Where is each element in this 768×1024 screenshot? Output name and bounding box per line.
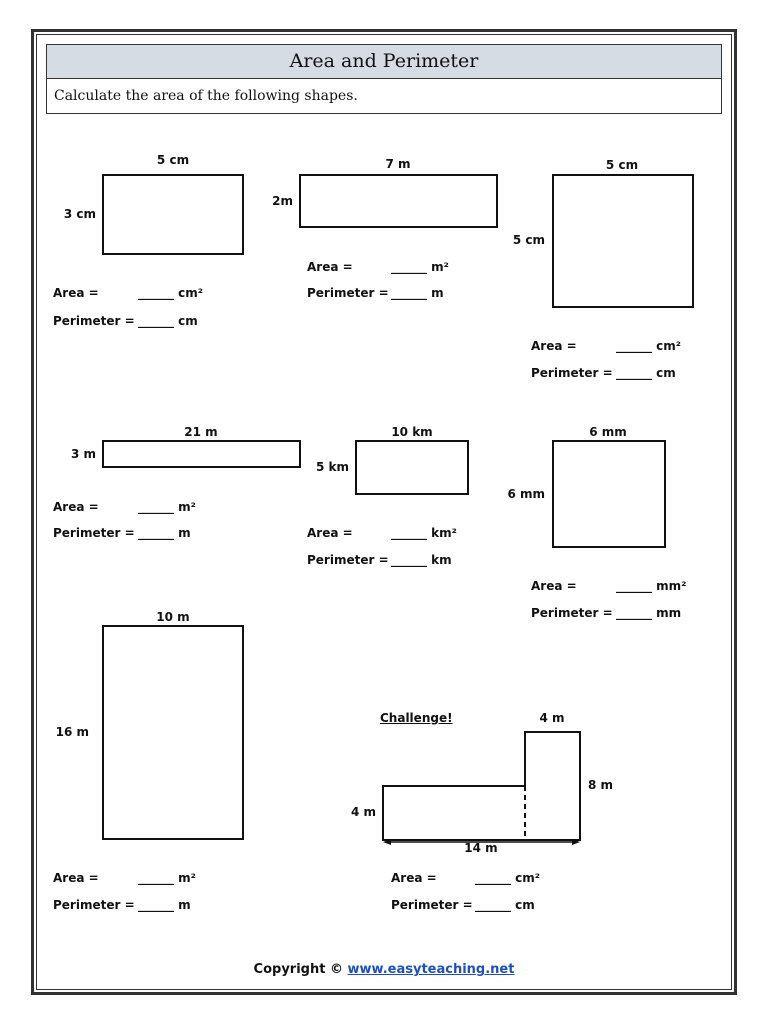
website-link[interactable]: www.easyteaching.net xyxy=(347,962,515,977)
shape-3-area-label: Area = xyxy=(531,339,577,353)
shape-5-perimeter-answer[interactable]: ______ km xyxy=(391,553,452,567)
shape-5-perimeter-label: Perimeter = xyxy=(307,553,389,567)
shape-4-area-answer[interactable]: ______ m² xyxy=(138,500,196,514)
shape-6-side-label: 6 mm xyxy=(507,487,545,501)
shape-2-area-answer[interactable]: ______ m² xyxy=(391,260,449,274)
shape-5-top-label: 10 km xyxy=(391,425,433,439)
rectangle-shape-1 xyxy=(102,174,244,255)
shape-3-perimeter-answer[interactable]: ______ cm xyxy=(616,366,676,380)
shape-7-side-label: 16 m xyxy=(55,725,89,739)
shape-1-area-label: Area = xyxy=(53,286,99,300)
shape-2-side-label: 2m xyxy=(272,194,293,208)
challenge-area-answer[interactable]: ______ cm² xyxy=(475,871,541,885)
challenge-perimeter-answer[interactable]: ______ cm xyxy=(475,898,535,912)
shape-1-perimeter-label: Perimeter = xyxy=(53,314,135,328)
shape-7-top-label: 10 m xyxy=(156,610,190,624)
rectangle-shape-5 xyxy=(355,440,469,495)
rectangle-shape-4 xyxy=(102,440,301,468)
square-shape-6 xyxy=(552,440,666,548)
shape-2-top-label: 7 m xyxy=(385,157,411,171)
shape-3-top-label: 5 cm xyxy=(605,158,639,172)
shape-6-top-label: 6 mm xyxy=(589,425,627,439)
shape-2-perimeter-answer[interactable]: ______ m xyxy=(391,286,444,300)
shape-3-area-answer[interactable]: ______ cm² xyxy=(616,339,682,353)
shape-5-area-label: Area = xyxy=(307,526,353,540)
shape-3-side-label: 5 cm xyxy=(512,233,545,247)
rectangle-shape-2 xyxy=(299,174,498,228)
shape-2-area-label: Area = xyxy=(307,260,353,274)
shape-1-side-label: 3 cm xyxy=(63,207,96,221)
copyright-text: Copyright © xyxy=(253,962,343,977)
shape-4-area-label: Area = xyxy=(53,500,99,514)
shape-4-side-label: 3 m xyxy=(70,447,96,461)
shape-1-perimeter-answer[interactable]: ______ cm xyxy=(138,314,198,328)
worksheet-title: Area and Perimeter xyxy=(46,44,722,79)
shape-6-perimeter-answer[interactable]: ______ mm xyxy=(616,606,682,620)
shape-4-perimeter-label: Perimeter = xyxy=(53,526,135,540)
rectangle-shape-7 xyxy=(102,625,244,840)
worksheet-instructions: Calculate the area of the following shap… xyxy=(46,78,722,114)
challenge-bottom-label: 14 m xyxy=(464,841,498,855)
shape-7-perimeter-label: Perimeter = xyxy=(53,898,135,912)
shape-6-area-label: Area = xyxy=(531,579,577,593)
shape-7-area-answer[interactable]: ______ m² xyxy=(138,871,196,885)
shape-1-top-label: 5 cm xyxy=(156,153,190,167)
challenge-area-label: Area = xyxy=(391,871,437,885)
shape-4-perimeter-answer[interactable]: ______ m xyxy=(138,526,191,540)
shape-6-perimeter-label: Perimeter = xyxy=(531,606,613,620)
shape-5-side-label: 5 km xyxy=(315,460,349,474)
challenge-heading: Challenge! xyxy=(380,711,453,725)
page-border-outer xyxy=(31,29,737,995)
shape-6-area-answer[interactable]: ______ mm² xyxy=(616,579,687,593)
shape-7-area-label: Area = xyxy=(53,871,99,885)
page-border-inner xyxy=(36,34,732,990)
square-shape-3 xyxy=(552,174,694,308)
copyright-footer: Copyright © www.easyteaching.net xyxy=(0,962,768,977)
challenge-right-label: 8 m xyxy=(588,778,614,792)
challenge-perimeter-label: Perimeter = xyxy=(391,898,473,912)
shape-5-area-answer[interactable]: ______ km² xyxy=(391,526,457,540)
shape-3-perimeter-label: Perimeter = xyxy=(531,366,613,380)
shape-7-perimeter-answer[interactable]: ______ m xyxy=(138,898,191,912)
shape-2-perimeter-label: Perimeter = xyxy=(307,286,389,300)
shape-1-area-answer[interactable]: ______ cm² xyxy=(138,286,204,300)
shape-4-top-label: 21 m xyxy=(184,425,218,439)
challenge-top-label: 4 m xyxy=(539,711,565,725)
challenge-left-label: 4 m xyxy=(350,805,376,819)
